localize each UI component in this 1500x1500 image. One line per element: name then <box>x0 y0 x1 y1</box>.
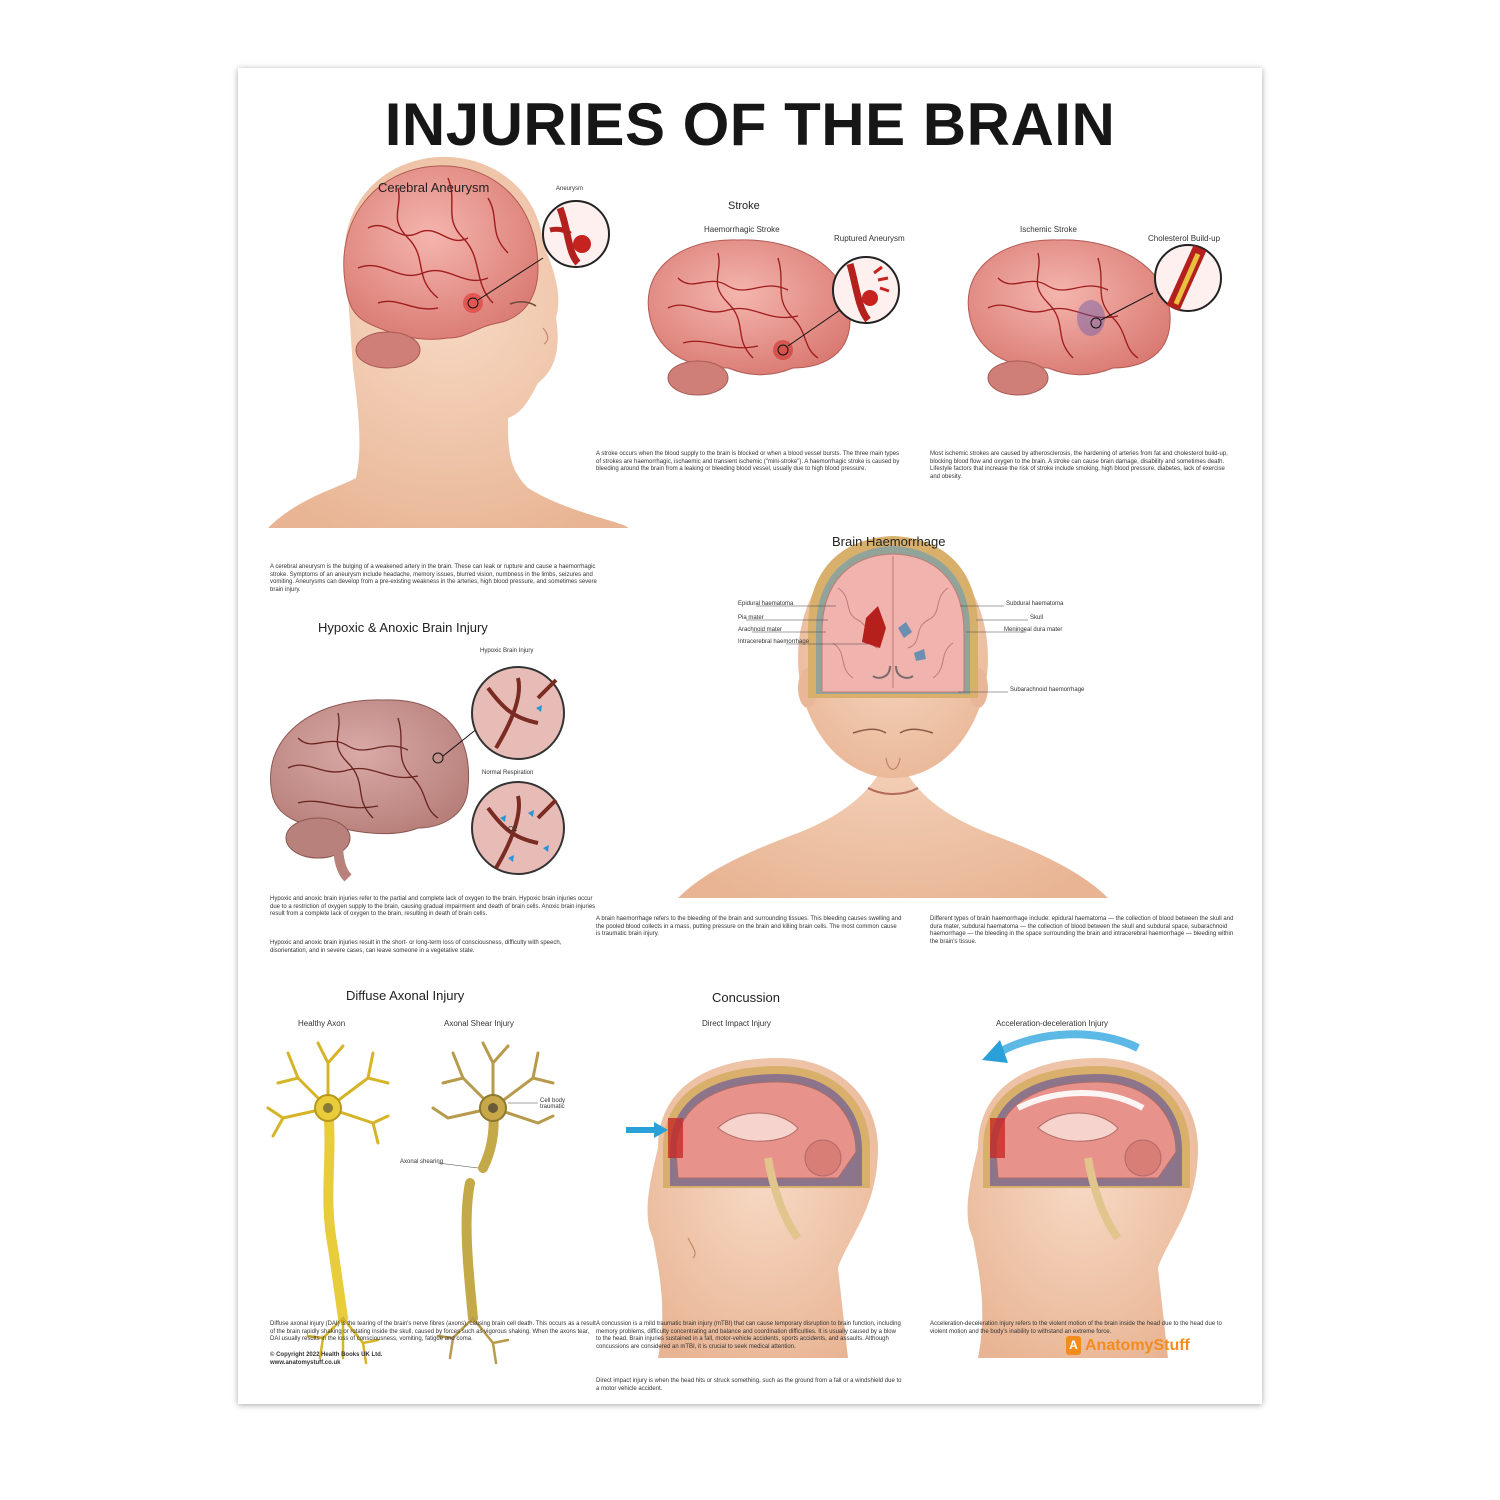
ruptured-aneurysm-label: Ruptured Aneurysm <box>834 234 905 243</box>
label-meningeal: Meningeal dura mater <box>1004 627 1063 633</box>
label-pia-mater: Pia mater <box>738 615 764 621</box>
aneurysm-cerebellum <box>355 331 421 369</box>
stroke-text-right: Most ischemic strokes are caused by athe… <box>930 451 1228 480</box>
cell-body-label: Cell body traumatic <box>540 1098 566 1110</box>
label-skull: Skull <box>1030 615 1044 621</box>
aneurysm-inset-label: Aneurysm <box>556 186 584 192</box>
concussion-text-1: A concussion is a mild traumatic brain i… <box>596 1321 901 1350</box>
hypoxic-text-1: Hypoxic and anoxic brain injuries refer … <box>270 896 596 917</box>
aneurysm-illustration <box>268 156 628 528</box>
hypoxic-text-2: Hypoxic and anoxic brain injuries result… <box>270 940 562 954</box>
haemorrhage-text-left: A brain haemorrhage refers to the bleedi… <box>596 916 902 937</box>
concussion-text-2: Direct impact injury is when the head hi… <box>596 1378 902 1392</box>
direct-impact-illustration <box>626 1058 878 1358</box>
stroke-heading: Stroke <box>728 200 760 212</box>
normal-respiration-inset <box>471 781 565 875</box>
brand-logo: A AnatomyStuff <box>1066 1336 1190 1355</box>
concussion-heading: Concussion <box>712 990 780 1005</box>
haemorrhagic-stroke-illustration <box>647 239 900 396</box>
website: www.anatomystuff.co.uk <box>270 1360 341 1366</box>
acceleration-deceleration-illustration <box>967 1030 1198 1358</box>
hypoxic-inset <box>471 666 565 760</box>
label-epidural: Epidural haematoma <box>738 601 794 607</box>
illustrations <box>266 156 1222 1365</box>
haemorrhage-text-right: Different types of brain haemorrhage inc… <box>930 916 1234 945</box>
label-subdural: Subdural haematoma <box>1006 601 1064 607</box>
hypoxic-heading: Hypoxic & Anoxic Brain Injury <box>318 620 488 635</box>
normal-respiration-label: Normal Respiration <box>482 770 534 776</box>
aneurysm-marker <box>467 297 479 309</box>
healthy-axon-illustration <box>266 1041 390 1365</box>
shear-axon-illustration <box>431 1041 555 1365</box>
aneurysm-vessels <box>357 177 509 310</box>
brand-icon: A <box>1066 1336 1081 1355</box>
haemorrhagic-stroke-label: Haemorrhagic Stroke <box>704 225 780 234</box>
ischemic-stroke-label: Ischemic Stroke <box>1020 225 1077 234</box>
aneurysm-text: A cerebral aneurysm is the bulging of a … <box>270 564 597 593</box>
healthy-axon-label: Healthy Axon <box>298 1019 346 1028</box>
poster-title: INJURIES OF THE BRAIN <box>384 91 1116 158</box>
brain-haemorrhage-heading: Brain Haemorrhage <box>832 534 946 549</box>
aneurysm-brain <box>343 165 539 340</box>
direct-impact-label: Direct Impact Injury <box>702 1019 771 1028</box>
concussion-text-3: Acceleration-deceleration injury refers … <box>930 1321 1222 1335</box>
accel-decel-label: Acceleration-deceleration Injury <box>996 1019 1109 1028</box>
ischemic-stroke-illustration <box>967 239 1222 396</box>
axonal-shear-label: Axonal Shear Injury <box>444 1019 514 1028</box>
axonal-shearing-label: Axonal shearing <box>400 1159 444 1165</box>
aneurysm-spot <box>463 293 483 313</box>
stroke-text-left: A stroke occurs when the blood supply to… <box>596 451 900 472</box>
poster: INJURIES OF THE BRAIN Cerebral Aneurysm … <box>238 68 1262 1404</box>
cholesterol-label: Cholesterol Build-up <box>1148 234 1221 243</box>
brand-name: AnatomyStuff <box>1085 1336 1190 1354</box>
hypoxic-inset-label: Hypoxic Brain Injury <box>480 648 534 654</box>
brain-haemorrhage-illustration <box>678 536 1108 898</box>
label-intracerebral: Intracerebral haemorrhage <box>738 639 810 645</box>
axonal-heading: Diffuse Axonal Injury <box>346 988 465 1003</box>
o2-label: O2 <box>508 826 518 833</box>
axonal-text: Diffuse axonal injury (DAI) is the teari… <box>270 1321 596 1342</box>
label-subarachnoid: Subarachnoid haemorrhage <box>1010 687 1085 693</box>
aneurysm-heading: Cerebral Aneurysm <box>378 180 490 195</box>
copyright: © Copyright 2022 Health Books UK Ltd. <box>270 1352 383 1358</box>
hypoxic-brain-illustration <box>270 666 565 882</box>
label-arachnoid: Arachnoid mater <box>738 627 783 633</box>
